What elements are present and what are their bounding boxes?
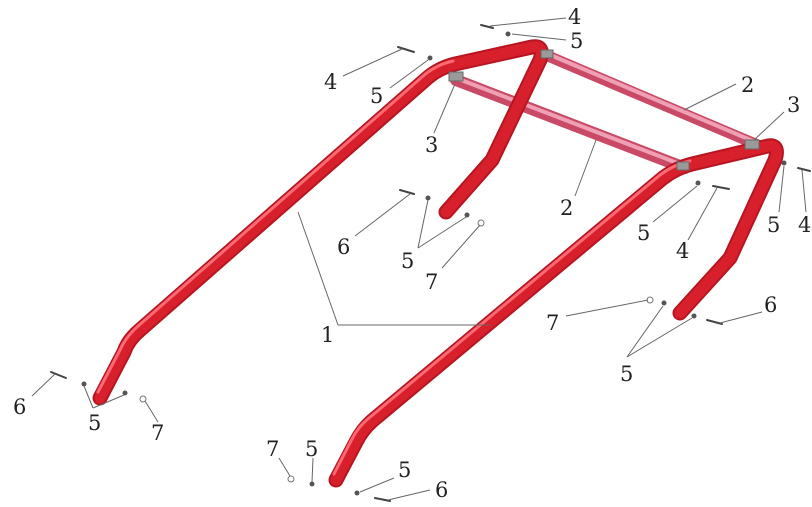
- callout-5-top: 5: [570, 29, 583, 53]
- hardware-parts: [50, 24, 811, 502]
- callout-2-lower: 2: [560, 196, 573, 220]
- callout-6-bottom: 6: [435, 478, 448, 502]
- callout-6-mid: 6: [337, 235, 350, 259]
- callout-4-far-right: 4: [798, 213, 811, 237]
- callout-7-right: 7: [546, 311, 559, 335]
- callout-5-far-right: 5: [767, 213, 780, 237]
- callout-1: 1: [321, 323, 334, 347]
- callout-4-right-mid: 4: [676, 239, 689, 263]
- leader-lines: [31, 17, 807, 501]
- callout-labels: 4 5 4 5 2 3 3 2 6 5 7 5 4 5 4 1 7 6 5 6 …: [13, 5, 811, 502]
- callout-5-right-low: 5: [620, 362, 633, 386]
- callout-5-left-low: 5: [88, 411, 101, 435]
- callout-5-right-mid: 5: [637, 221, 650, 245]
- callout-6-left-low: 6: [13, 395, 26, 419]
- callout-2-upper: 2: [741, 73, 754, 97]
- bracket-left: [448, 71, 464, 82]
- callout-4-top: 4: [568, 5, 581, 29]
- bracket-rear-left: [540, 49, 554, 59]
- callout-4-left: 4: [324, 70, 337, 94]
- callout-7-left-low: 7: [151, 421, 164, 445]
- callout-7-mid: 7: [425, 270, 438, 294]
- callout-3-right: 3: [787, 93, 800, 117]
- bracket-right: [744, 139, 760, 150]
- callout-5-bottom-2: 5: [398, 458, 411, 482]
- callout-5-mid: 5: [401, 249, 414, 273]
- callout-5-left: 5: [370, 84, 383, 108]
- callout-5-bottom: 5: [305, 437, 318, 461]
- crossbar-front: [450, 74, 691, 174]
- callout-3-left: 3: [425, 133, 438, 157]
- callout-7-bottom: 7: [266, 437, 279, 461]
- bracket-front-right: [676, 161, 690, 171]
- crossbar-rear: [542, 50, 766, 152]
- left-hoop-tube: [92, 39, 549, 406]
- callout-6-right: 6: [764, 293, 777, 317]
